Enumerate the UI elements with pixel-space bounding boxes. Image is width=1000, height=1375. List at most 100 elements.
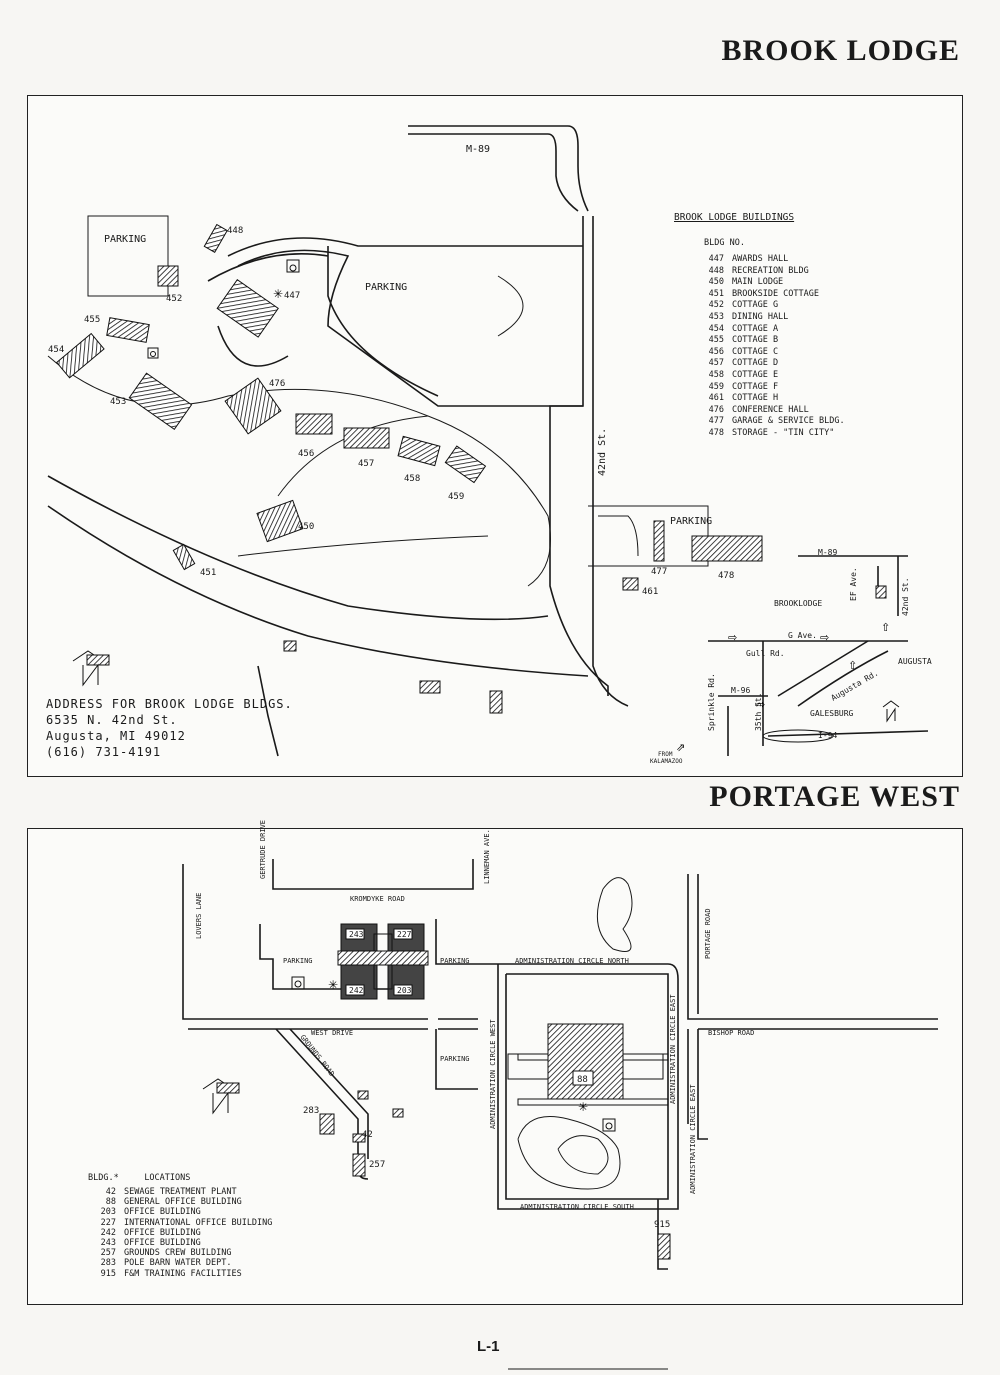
entrance-star-icon: ✳ bbox=[273, 287, 283, 301]
legend-building-number: 453 bbox=[708, 312, 724, 322]
label-243: 243 bbox=[349, 930, 364, 939]
inset-m96-label: M-96 bbox=[731, 686, 750, 695]
building-478 bbox=[691, 535, 763, 562]
label-457: 457 bbox=[358, 459, 374, 469]
label-448: 448 bbox=[227, 226, 243, 236]
brook-lodge-map: M-89 PARKING PARKING PARKING 42n bbox=[27, 95, 963, 777]
inset-brooklodge-label: BROOKLODGE bbox=[774, 599, 822, 608]
portage-legend-header: BLDG.* LOCATIONS bbox=[88, 1173, 190, 1185]
legend-building-number: 447 bbox=[708, 254, 724, 264]
legend-title: BROOK LODGE BUILDINGS bbox=[674, 212, 795, 223]
legend-building-name: RECREATION BLDG bbox=[732, 265, 809, 276]
small-structure-b bbox=[419, 680, 441, 694]
portage-west-building-labels: 243 227 242 203 88 283 42 257 915 bbox=[303, 930, 670, 1230]
legend-building-number: 243 bbox=[100, 1238, 116, 1248]
building-476 bbox=[224, 377, 282, 435]
legend-building-name: DINING HALL bbox=[732, 312, 789, 322]
building-88 bbox=[547, 1023, 624, 1100]
portage-west-road-labels: GERTRUDE DRIVE LINNEMAN AVE. KROMDYKE RO… bbox=[195, 820, 754, 1211]
inset-from-label: FROM bbox=[658, 751, 673, 758]
legend-building-number: 461 bbox=[708, 393, 724, 404]
accessibility-icon bbox=[291, 976, 305, 990]
label-88: 88 bbox=[577, 1075, 588, 1085]
legend-building-name: F&M TRAINING FACILITIES bbox=[124, 1268, 242, 1279]
label-451: 451 bbox=[200, 568, 216, 578]
label-459: 459 bbox=[448, 492, 464, 502]
legend-building-name: CONFERENCE HALL bbox=[732, 404, 809, 415]
building-461 bbox=[622, 577, 639, 591]
building-447 bbox=[216, 279, 279, 338]
gertrude-label: GERTRUDE DRIVE bbox=[259, 820, 267, 879]
inset-augusta-rd-label: Augusta Rd. bbox=[830, 668, 880, 702]
building-454 bbox=[56, 332, 105, 379]
small-structure bbox=[392, 1108, 404, 1118]
legend-building-number: 283 bbox=[100, 1258, 116, 1269]
label-42: 42 bbox=[362, 1130, 373, 1140]
legend-building-name: COTTAGE B bbox=[732, 335, 779, 346]
building-450 bbox=[256, 499, 304, 543]
legend-building-name: GARAGE & SERVICE BLDG. bbox=[732, 416, 845, 427]
building-915 bbox=[657, 1233, 671, 1260]
parking-label-2: PARKING bbox=[365, 282, 407, 293]
locator-inset-map: M-89 EF Ave. 42nd St. BROOKLODGE G Ave. … bbox=[650, 548, 932, 765]
small-structure-a bbox=[283, 640, 297, 652]
legend-building-number: 452 bbox=[708, 300, 724, 311]
legend-header: BLDG NO. bbox=[704, 238, 745, 248]
portage-west-roads bbox=[182, 859, 938, 1370]
legend-row: 478 STORAGE - "TIN CITY" bbox=[704, 428, 835, 440]
parking-label-3: PARKING bbox=[670, 516, 712, 527]
label-242: 242 bbox=[349, 986, 364, 995]
inset-ef-ave-label: EF Ave. bbox=[849, 567, 858, 601]
inset-35th-label: 35th St. bbox=[754, 692, 763, 731]
label-458: 458 bbox=[404, 474, 420, 484]
legend-building-number: 915 bbox=[100, 1268, 116, 1279]
admin-east-label: ADMINISTRATION CIRCLE EAST bbox=[669, 994, 677, 1104]
entrance-star-icon: ✳ bbox=[578, 1100, 588, 1114]
inset-augusta-label: AUGUSTA bbox=[898, 657, 932, 666]
accessibility-icon bbox=[147, 347, 159, 359]
legend-building-name: COTTAGE D bbox=[732, 358, 779, 369]
building-455 bbox=[106, 317, 150, 343]
legend-building-number: 88 bbox=[105, 1197, 116, 1208]
building-477 bbox=[653, 520, 665, 562]
label-452: 452 bbox=[166, 294, 182, 304]
inset-gull-rd-label: Gull Rd. bbox=[746, 649, 785, 658]
bleed-through-text bbox=[740, 8, 746, 34]
parking-label-a: PARKING bbox=[283, 957, 313, 965]
legend-row: 915 F&M TRAINING FACILITIES bbox=[88, 1269, 242, 1281]
parking-label-1: PARKING bbox=[104, 234, 146, 245]
label-478: 478 bbox=[718, 571, 734, 581]
legend-building-name: COTTAGE F bbox=[732, 381, 779, 392]
legend-building-name: STORAGE - "TIN CITY" bbox=[732, 428, 835, 438]
admin-south-label: ADMINISTRATION CIRCLE SOUTH bbox=[520, 1203, 634, 1211]
page-title-portage-west: PORTAGE WEST bbox=[709, 780, 960, 813]
legend-building-number: 478 bbox=[708, 428, 724, 438]
legend-building-name: COTTAGE A bbox=[732, 323, 779, 334]
linneman-label: LINNEMAN AVE. bbox=[483, 829, 491, 884]
direction-arrow-icon: ⇨ bbox=[820, 631, 829, 644]
north-arrow-icon bbox=[202, 1078, 240, 1115]
building-453 bbox=[128, 372, 193, 431]
building-42 bbox=[352, 1133, 366, 1143]
address-line: Augusta, MI 49012 bbox=[46, 729, 186, 743]
m89-label: M-89 bbox=[466, 144, 490, 155]
legend-building-name: COTTAGE G bbox=[732, 300, 779, 311]
building-452 bbox=[157, 265, 179, 287]
legend-building-number: 242 bbox=[100, 1227, 116, 1238]
legend-building-number: 477 bbox=[708, 416, 724, 427]
